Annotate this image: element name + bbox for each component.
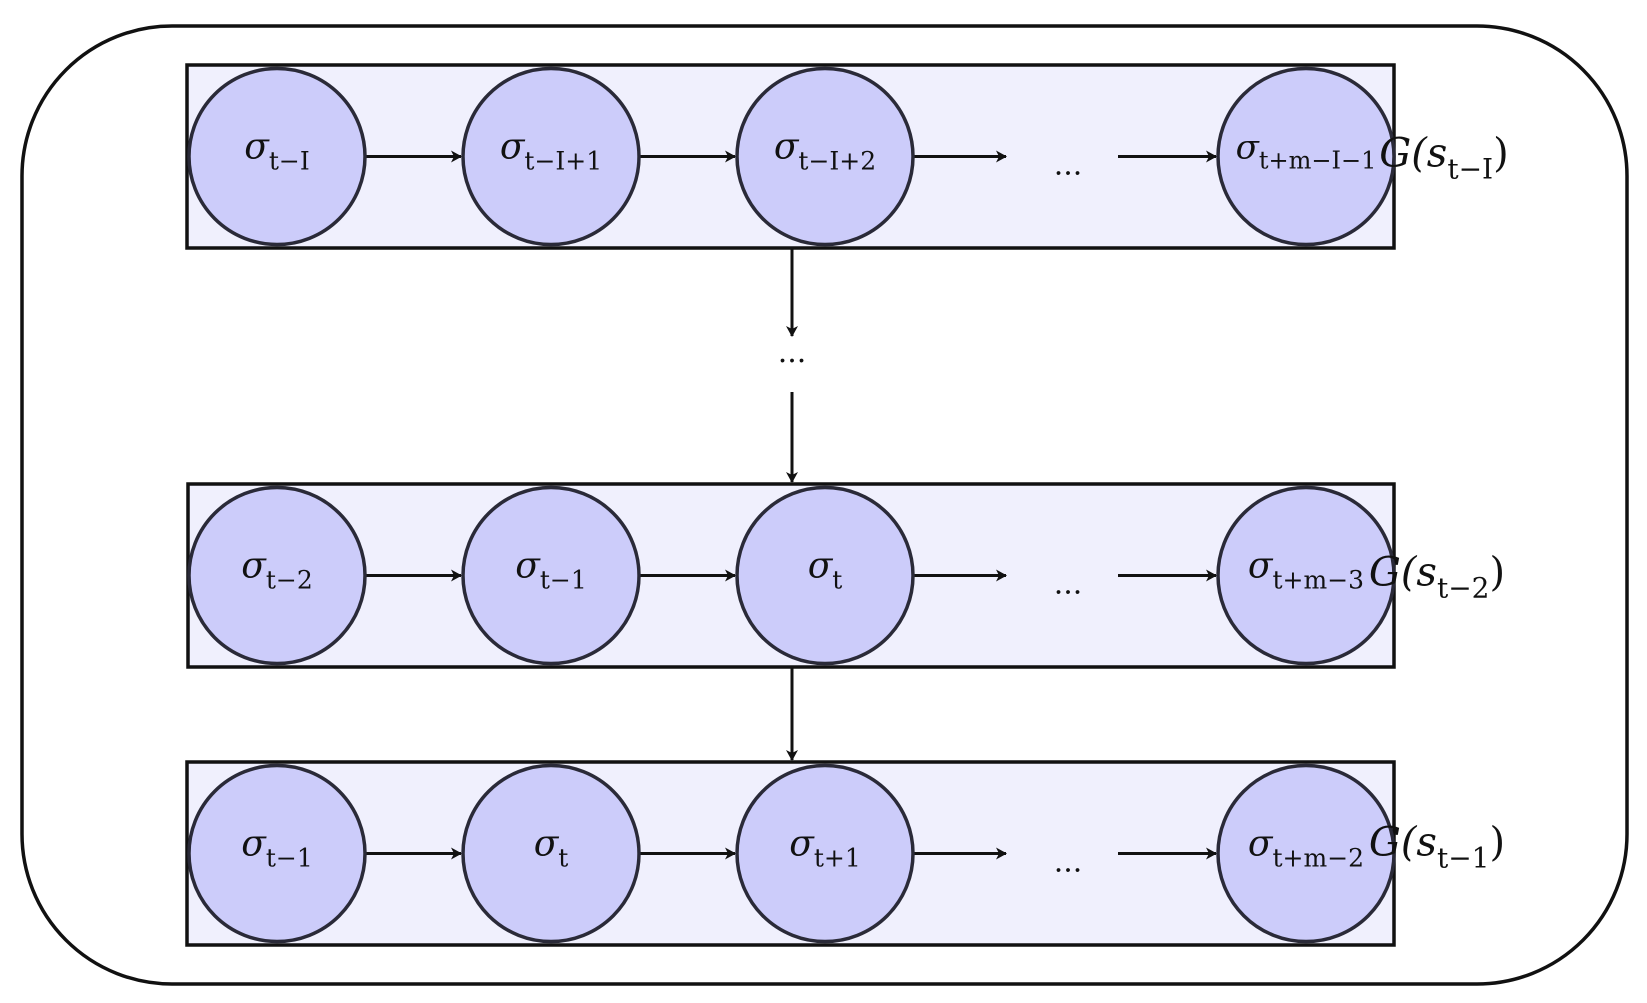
state-node xyxy=(461,763,641,944)
node-label: σt−I xyxy=(244,127,309,176)
state-node xyxy=(461,66,641,247)
outer-frame xyxy=(20,24,1629,986)
node-label: σt+1 xyxy=(789,824,860,873)
node-label: σt xyxy=(808,546,843,595)
state-node xyxy=(735,763,915,944)
node-label: σt−I+2 xyxy=(774,127,876,176)
node-label: σt−1 xyxy=(241,824,312,873)
node-label: σt+m−I−1 xyxy=(1236,128,1377,175)
state-node xyxy=(735,485,915,666)
node-label: σt−2 xyxy=(241,546,312,595)
node-label: σt+m−2 xyxy=(1248,824,1364,873)
state-node xyxy=(187,763,367,944)
state-node xyxy=(1216,66,1396,247)
ellipsis-label: ... xyxy=(1054,567,1083,602)
state-node xyxy=(461,485,641,666)
state-node xyxy=(1216,763,1396,944)
node-label: σt−I+1 xyxy=(500,127,602,176)
vertical-ellipsis-label: ... xyxy=(778,335,807,370)
node-label: σt+m−3 xyxy=(1248,546,1364,595)
node-label: σt−1 xyxy=(515,546,586,595)
row-label: G(st−1) xyxy=(1369,820,1505,875)
row-label: G(st−I) xyxy=(1379,131,1508,186)
row-label: G(st−2) xyxy=(1369,550,1505,605)
row-connectors: ... xyxy=(778,248,807,761)
state-node xyxy=(735,66,915,247)
state-node xyxy=(187,66,367,247)
state-node xyxy=(187,485,367,666)
ellipsis-label: ... xyxy=(1054,845,1083,880)
state-node xyxy=(1216,485,1396,666)
ellipsis-label: ... xyxy=(1054,148,1083,183)
node-label: σt xyxy=(534,824,569,873)
